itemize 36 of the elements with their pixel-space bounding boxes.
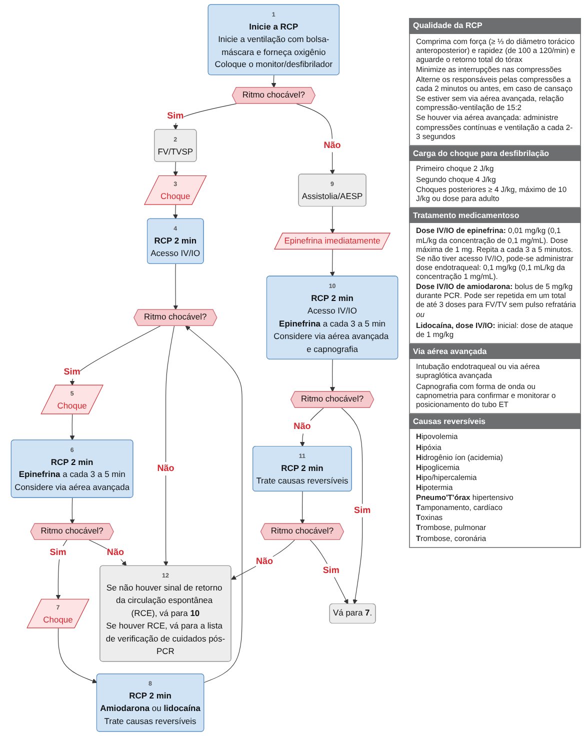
- arrow: [70, 326, 161, 386]
- arrow: [330, 206, 335, 234]
- arrow: [185, 326, 242, 683]
- section-header: Via aérea avançada: [409, 344, 581, 360]
- arrow: [58, 628, 98, 684]
- edge-label: Sim: [50, 548, 66, 558]
- arrow: [300, 491, 305, 524]
- arrow: [173, 162, 178, 176]
- arrow: [88, 540, 127, 566]
- arrow: [296, 103, 335, 175]
- arrow: [310, 540, 348, 604]
- arrow: [70, 414, 75, 440]
- edge-label: Sim: [167, 111, 184, 121]
- edge-label: Não: [294, 422, 311, 432]
- edge-label: Não: [256, 556, 274, 566]
- arrow: [173, 103, 237, 130]
- arrow: [330, 359, 335, 392]
- edge-label: Sim: [354, 505, 371, 516]
- section-header: Qualidade da RCP: [409, 18, 581, 34]
- section-header: Tratamento medicamentoso: [409, 208, 581, 224]
- arrow: [163, 326, 175, 566]
- arrow: [330, 249, 335, 277]
- edge-label: Não: [157, 464, 174, 474]
- arrow: [56, 540, 68, 600]
- arrow: [231, 540, 295, 580]
- arrow: [70, 498, 75, 524]
- section-header: Causas reversíveis: [409, 414, 581, 430]
- edge-label: Sim: [64, 367, 80, 377]
- arrow: [271, 74, 276, 88]
- edge-label: Sim: [322, 565, 340, 576]
- edge-label: Não: [106, 548, 124, 558]
- section-header: Carga do choque para desfibrilação: [409, 146, 581, 162]
- edge-label: Não: [324, 140, 341, 150]
- arrow: [341, 408, 363, 604]
- arrow: [173, 264, 178, 310]
- arrow: [173, 204, 178, 220]
